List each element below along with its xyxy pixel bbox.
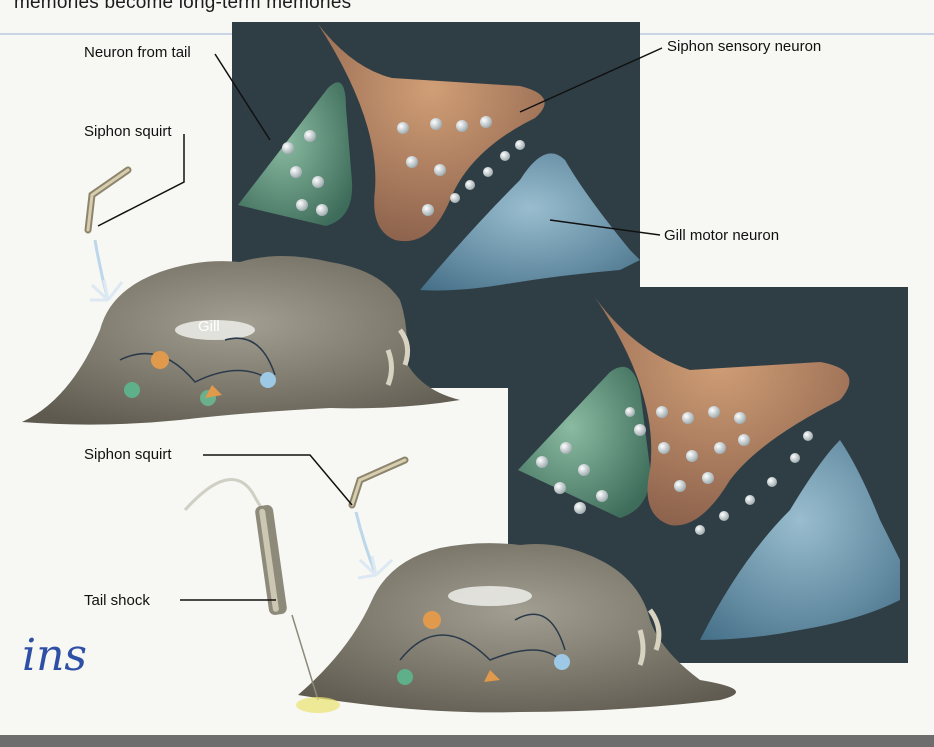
label-gill: Gill — [198, 318, 220, 335]
label-siphon-sensory-neuron: Siphon sensory neuron — [667, 38, 821, 55]
label-neuron-from-tail: Neuron from tail — [84, 44, 191, 61]
label-tail-shock: Tail shock — [84, 592, 150, 609]
scan-edge — [0, 735, 934, 747]
label-gill-motor-neuron: Gill motor neuron — [664, 227, 779, 244]
handwritten-note: ins — [22, 630, 87, 681]
label-siphon-squirt-top: Siphon squirt — [84, 123, 172, 140]
label-siphon-squirt-bottom: Siphon squirt — [84, 446, 172, 463]
